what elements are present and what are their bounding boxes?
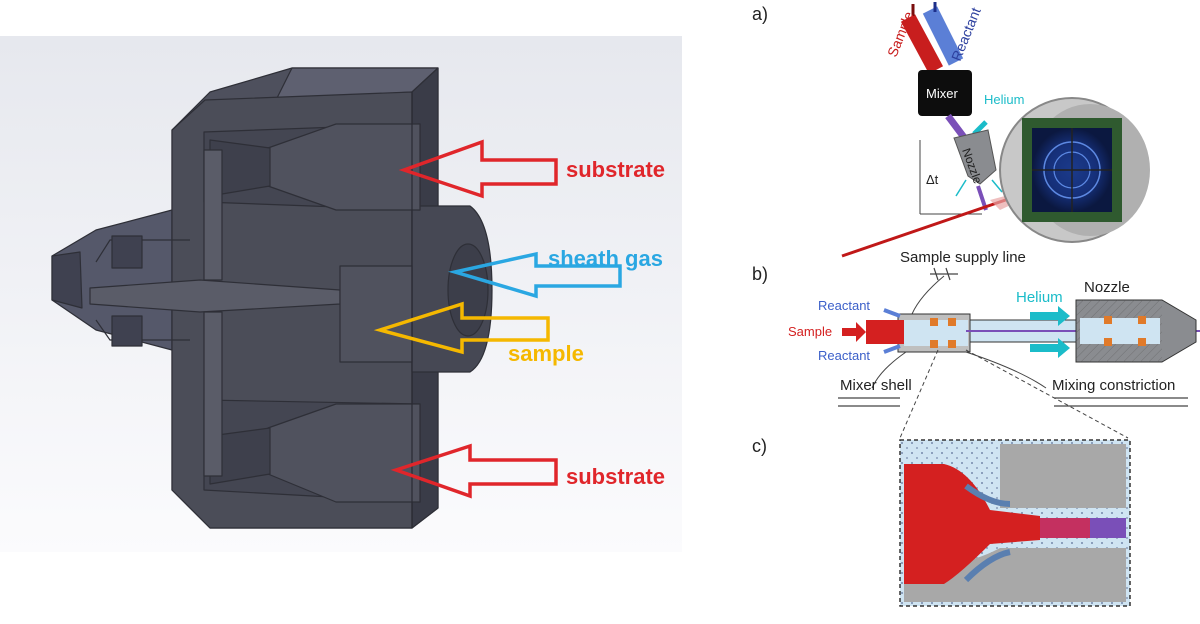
right-panel: a) Sample Reactant Mixer Helium Nozzle <box>752 2 1200 607</box>
helium-label-a: Helium <box>984 92 1024 107</box>
panel-c-letter: c) <box>752 436 767 456</box>
substrate-bottom-label: substrate <box>566 464 665 489</box>
nozzle-a <box>953 129 997 185</box>
panel-c: c) <box>752 436 1131 607</box>
supply-tubes <box>900 2 964 74</box>
sample-arrow <box>373 301 550 355</box>
panel-b-letter: b) <box>752 264 768 284</box>
device-body <box>51 67 493 529</box>
mixer-box <box>918 70 972 116</box>
detector <box>999 97 1150 243</box>
sheath-gas-arrow <box>448 251 622 299</box>
sheath-gas-label: sheath gas <box>548 246 663 271</box>
left-panel: substrate sheath gas sample substrate <box>0 36 682 552</box>
reactant-tube-label: Reactant <box>948 5 984 63</box>
mixer-label: Mixer <box>926 86 958 101</box>
panel-a-letter: a) <box>752 4 768 24</box>
nozzle-label-b: Nozzle <box>1084 279 1130 296</box>
mixer-shell-label: Mixer shell <box>840 377 912 394</box>
sample-supply-line-label: Sample supply line <box>900 249 1026 266</box>
substrate-bottom-arrow <box>390 443 558 499</box>
reactant-bottom-label: Reactant <box>818 348 870 363</box>
delta-t-label: Δt <box>926 172 939 187</box>
substrate-top-label: substrate <box>566 157 665 182</box>
mixing-constriction-label: Mixing constriction <box>1052 377 1175 394</box>
panel-b: b) Sample supply line Nozzle <box>752 249 1200 439</box>
sample-label-b: Sample <box>788 324 832 339</box>
sample-label: sample <box>508 341 584 366</box>
reactant-top-label: Reactant <box>818 298 870 313</box>
substrate-top-arrow <box>398 139 558 199</box>
panel-a: a) Sample Reactant Mixer Helium Nozzle <box>752 2 1150 258</box>
helium-label-b: Helium <box>1016 289 1063 306</box>
